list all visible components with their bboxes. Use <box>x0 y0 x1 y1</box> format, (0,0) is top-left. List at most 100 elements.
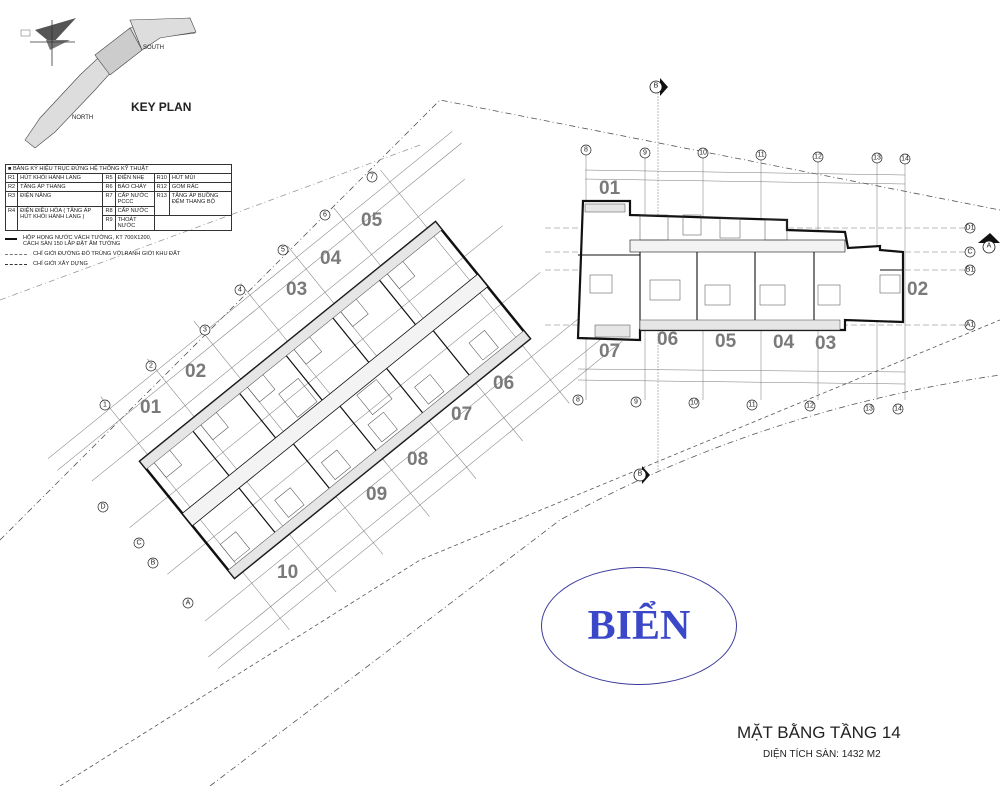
svg-text:D: D <box>100 504 105 511</box>
legend-note-text: HỘP HỌNG NƯỚC VÁCH TƯỜNG, KT 700X1200, C… <box>23 235 152 247</box>
legend-label: ĐIỆN ĐIỀU HÒA ( TĂNG ÁP HÚT KHÓI HÀNH LA… <box>17 206 104 231</box>
sea-label-ellipse: BIỂN <box>541 567 737 685</box>
legend-note-text: CHỈ GIỚI XÂY DỰNG <box>33 261 88 267</box>
svg-text:02: 02 <box>185 361 206 382</box>
legend-label: THOÁT NƯỚC <box>114 215 155 231</box>
south-walls <box>576 199 905 342</box>
square-bullet-icon: ■ <box>8 166 13 172</box>
svg-text:04: 04 <box>773 332 795 353</box>
key-plan-title: KEY PLAN <box>131 100 192 114</box>
svg-text:5: 5 <box>281 247 285 254</box>
svg-text:10: 10 <box>699 150 707 157</box>
legend-label: CẤP NƯỚC <box>114 206 155 216</box>
legend-code: R7 <box>102 191 116 207</box>
svg-text:07: 07 <box>451 404 472 425</box>
svg-text:10: 10 <box>690 400 698 407</box>
svg-text:2: 2 <box>149 363 153 370</box>
north-grid-labels: 1 2 3 4 5 6 7 A B C D <box>100 174 374 607</box>
north-walls <box>138 220 532 580</box>
north-unit-labels: 01 02 03 04 05 06 07 08 09 10 <box>140 210 514 583</box>
svg-text:8: 8 <box>584 147 588 154</box>
svg-text:08: 08 <box>407 449 428 470</box>
legend-code: R10 <box>153 173 170 183</box>
legend-label: HÚT MÙI <box>168 173 233 183</box>
legend: ■ BẢNG KÝ HIỆU TRỤC ĐỨNG HỆ THỐNG KỸ THU… <box>4 164 233 267</box>
svg-text:05: 05 <box>361 210 383 231</box>
svg-text:09: 09 <box>366 484 387 505</box>
svg-text:05: 05 <box>715 331 737 352</box>
hose-box-icon <box>5 238 17 240</box>
svg-text:6: 6 <box>323 212 327 219</box>
svg-text:8: 8 <box>576 397 580 404</box>
section-mark-a-icon: A <box>978 233 1000 254</box>
legend-code: R2 <box>4 182 19 192</box>
section-mark-b-bottom-icon: B <box>633 466 650 484</box>
legend-header: BẢNG KÝ HIỆU TRỤC ĐỨNG HỆ THỐNG KỸ THUẬT <box>12 166 149 172</box>
legend-code: R12 <box>153 182 170 192</box>
dashed-line-icon <box>5 264 27 265</box>
svg-text:03: 03 <box>815 333 836 354</box>
legend-label: ĐIỆN NĂNG <box>17 191 104 207</box>
svg-text:A1: A1 <box>966 322 975 329</box>
key-plan-diagram <box>20 17 197 149</box>
svg-text:02: 02 <box>907 279 928 300</box>
svg-text:4: 4 <box>238 287 242 294</box>
svg-text:11: 11 <box>748 402 755 409</box>
compass-icon <box>20 18 76 66</box>
south-grid-labels: 8 9 10 11 12 13 14 8 9 10 11 12 13 14 D1… <box>576 147 975 413</box>
svg-text:13: 13 <box>865 406 873 413</box>
svg-text:14: 14 <box>894 406 902 413</box>
svg-text:06: 06 <box>493 373 514 394</box>
legend-note: HỘP HỌNG NƯỚC VÁCH TƯỜNG, KT 700X1200, C… <box>5 235 232 247</box>
legend-code: R5 <box>102 173 116 183</box>
svg-text:7: 7 <box>370 174 374 181</box>
legend-label: CẤP NƯỚC PCCC <box>114 191 155 207</box>
svg-text:01: 01 <box>140 397 162 418</box>
legend-label: BÁO CHÁY <box>114 182 155 192</box>
legend-code: R1 <box>4 173 19 183</box>
svg-text:11: 11 <box>757 152 764 159</box>
sea-label: BIỂN <box>587 603 691 649</box>
svg-text:1: 1 <box>103 402 107 409</box>
dash-dot-line-icon <box>5 254 27 255</box>
svg-text:A: A <box>186 600 191 607</box>
legend-label: TĂNG ÁP THANG <box>17 182 104 192</box>
legend-code: R3 <box>4 191 19 207</box>
legend-code: R9 <box>102 215 116 231</box>
svg-text:3: 3 <box>203 327 207 334</box>
south-block-plan: 8 9 10 11 12 13 14 8 9 10 11 12 13 14 D1… <box>545 78 1000 484</box>
legend-label: GOM RÁC <box>168 182 233 192</box>
key-plan-south-label: SOUTH <box>143 45 164 51</box>
drawing-title: MẶT BẰNG TẦNG 14 <box>737 723 901 742</box>
legend-table: ■ BẢNG KÝ HIỆU TRỤC ĐỨNG HỆ THỐNG KỸ THU… <box>4 164 233 231</box>
legend-code: R8 <box>102 206 116 216</box>
legend-label: ĐIỆN NHẸ <box>114 173 155 183</box>
svg-text:07: 07 <box>599 341 620 362</box>
svg-text:9: 9 <box>643 150 647 157</box>
svg-text:C: C <box>136 540 141 547</box>
svg-text:01: 01 <box>599 178 621 199</box>
legend-code: R13 <box>153 191 170 216</box>
svg-text:C: C <box>967 249 972 256</box>
north-block-plan <box>47 131 623 669</box>
svg-text:B: B <box>638 471 643 478</box>
legend-empty-cell <box>153 215 233 231</box>
svg-text:12: 12 <box>814 154 822 161</box>
svg-text:12: 12 <box>806 403 814 410</box>
key-plan-buildings <box>24 17 197 149</box>
svg-text:9: 9 <box>634 399 638 406</box>
section-mark-b-top-icon: B <box>649 78 668 96</box>
svg-text:06: 06 <box>657 329 678 350</box>
legend-code: R4 <box>4 206 19 231</box>
legend-note: CHỈ GIỚI ĐƯỜNG ĐỎ TRÙNG VỚI RANH GIỚI KH… <box>5 251 232 257</box>
svg-text:B1: B1 <box>966 267 975 274</box>
legend-note: CHỈ GIỚI XÂY DỰNG <box>5 261 232 267</box>
svg-text:14: 14 <box>901 156 909 163</box>
svg-text:03: 03 <box>286 279 307 300</box>
